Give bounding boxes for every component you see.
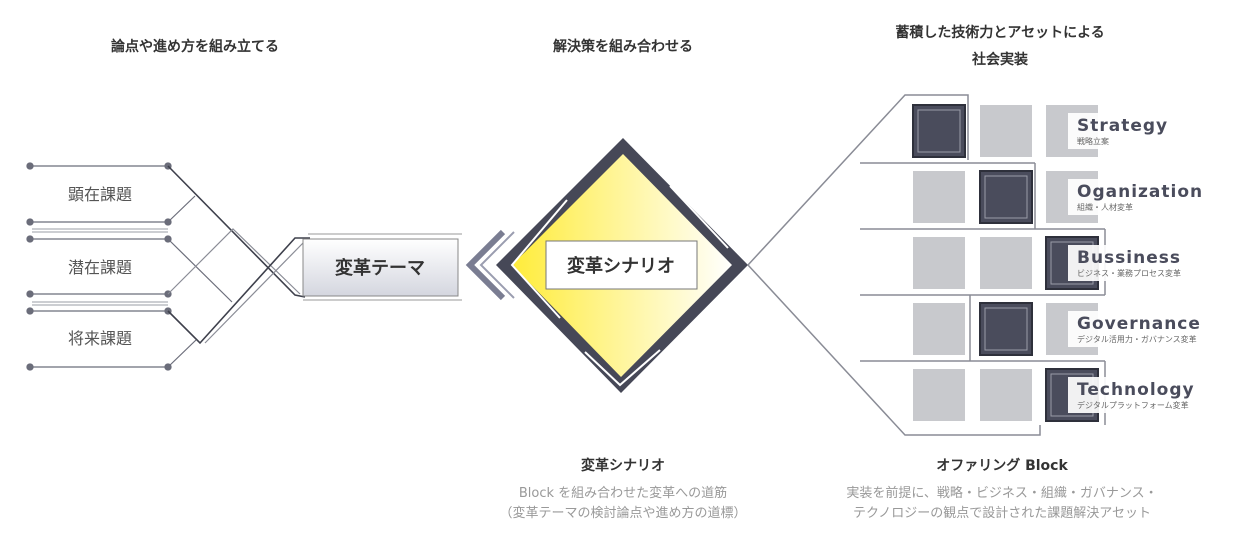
caption-offering-title: オファリング Block: [936, 457, 1068, 474]
caption-offering-line2: テクノロジーの観点で設計された課題解決アセット: [853, 505, 1151, 521]
label-background: [1068, 377, 1218, 413]
header-left: 論点や進め方を組み立てる: [111, 38, 279, 55]
block: [913, 171, 965, 223]
offering-subtitle: 組織・人材変革: [1077, 202, 1133, 212]
block: [980, 105, 1032, 157]
label-background: [1068, 311, 1218, 347]
label-background: [1068, 245, 1218, 281]
block: [913, 237, 965, 289]
issue-label: 顕在課題: [68, 185, 132, 204]
header-right-line2: 社会実装: [971, 51, 1029, 68]
caption-offering-line1: 実装を前提に、戦略・ビジネス・組織・ガバナンス・: [846, 485, 1157, 501]
header-right-line1: 蓄積した技術力とアセットによる: [895, 24, 1104, 41]
fan-lines: [747, 94, 1106, 436]
active-block: [912, 104, 966, 158]
offering-title: Governance: [1077, 314, 1201, 334]
label-background: [1068, 179, 1218, 215]
offering-title: Bussiness: [1077, 248, 1181, 268]
offering-title: Technology: [1077, 380, 1195, 400]
theme-box: 変革テーマ: [302, 233, 462, 301]
offering-subtitle: デジタルプラットフォーム変革: [1077, 400, 1189, 410]
offering-subtitle: デジタル活用力・ガバナンス変革: [1077, 334, 1197, 344]
issue-lines: [26, 162, 172, 371]
scenario-label: 変革シナリオ: [567, 255, 675, 277]
issue-label: 潜在課題: [68, 258, 132, 277]
converging-lines: [167, 165, 310, 368]
active-block: [979, 302, 1033, 356]
caption-scenario-title: 変革シナリオ: [581, 457, 665, 474]
separator-lines: [32, 228, 168, 306]
chevron-left-icon: [465, 229, 515, 301]
active-block-inner: [917, 109, 961, 153]
active-block-inner: [984, 307, 1028, 351]
offering-subtitle: 戦略立案: [1077, 136, 1109, 146]
block: [980, 369, 1032, 421]
theme-label: 変革テーマ: [335, 257, 425, 279]
active-block-inner: [984, 175, 1028, 219]
block: [913, 303, 965, 355]
block: [913, 369, 965, 421]
offering-title: Oganization: [1077, 182, 1203, 202]
block: [980, 237, 1032, 289]
label-background: [1068, 113, 1218, 149]
caption-scenario-line2: （変革テーマの検討論点や進め方の道標）: [499, 505, 746, 521]
header-center: 解決策を組み合わせる: [553, 38, 693, 55]
offering-subtitle: ビジネス・業務プロセス変革: [1077, 268, 1181, 278]
active-block: [979, 170, 1033, 224]
issue-label: 将来課題: [68, 329, 132, 348]
scenario-diamond: 変革シナリオ: [496, 138, 748, 393]
offering-title: Strategy: [1077, 116, 1168, 136]
caption-scenario-line1: Block を組み合わせた変革への道筋: [519, 485, 727, 501]
